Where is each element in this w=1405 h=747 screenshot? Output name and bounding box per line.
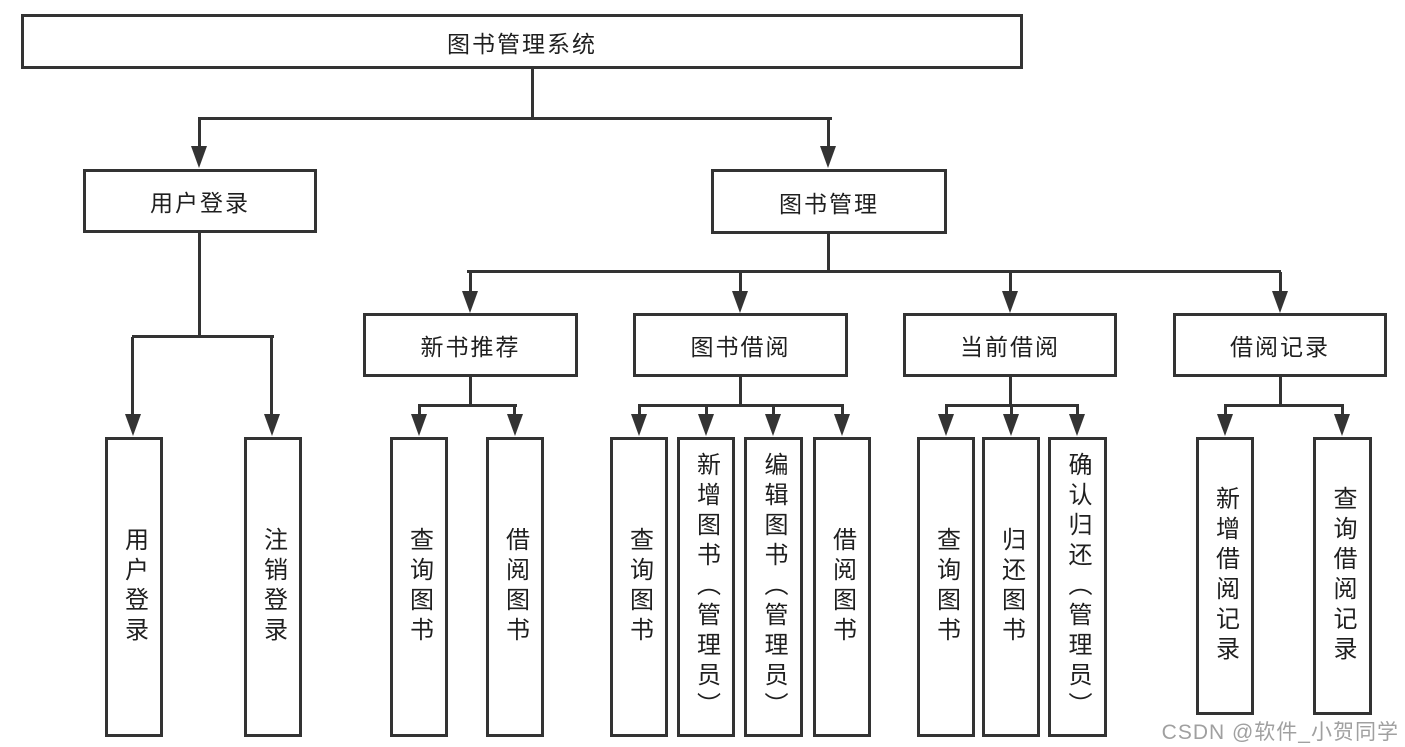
leaf-label: 查询图书: [932, 527, 960, 647]
leaf-label: 查询图书: [405, 527, 433, 647]
leaf-confirm-return-admin: 确认归还（管理员）: [1048, 437, 1107, 737]
arrowhead-leaf: [765, 414, 781, 436]
node-new-book-recommend: 新书推荐: [363, 313, 578, 377]
node-label: 新书推荐: [420, 334, 521, 360]
node-label: 用户登录: [150, 190, 250, 216]
connector-stem: [705, 404, 708, 415]
connector-stem-leaf-logout: [270, 337, 273, 414]
leaf-user-login: 用户登录: [105, 437, 163, 737]
connector-stem-leaf-login: [131, 337, 134, 414]
arrowhead-new-book: [462, 291, 478, 313]
leaf-add-book-admin: 新增图书（管理员）: [677, 437, 735, 737]
arrowhead-user-login: [191, 146, 207, 168]
arrowhead-leaf: [1003, 414, 1019, 436]
node-label: 借阅记录: [1230, 334, 1330, 360]
connector-stem-new-book: [469, 272, 472, 291]
connector-book-borrow-rail: [638, 404, 844, 407]
connector-user-login-drop: [198, 233, 201, 337]
connector-stem: [841, 404, 844, 415]
arrowhead-leaf-login: [125, 414, 141, 436]
leaf-borrow-books-recommend: 借阅图书: [486, 437, 544, 737]
connector-new-book-drop: [469, 377, 472, 406]
arrowhead-book-management: [820, 146, 836, 168]
connector-stem: [772, 404, 775, 415]
connector-book-management-drop: [827, 234, 830, 272]
arrowhead-current-borrow: [1002, 291, 1018, 313]
connector-level3-rail: [467, 270, 1281, 273]
connector-root-drop: [531, 68, 534, 119]
connector-stem-book-borrow: [739, 272, 742, 291]
arrowhead-leaf: [834, 414, 850, 436]
arrowhead-leaf: [631, 414, 647, 436]
arrowhead-leaf: [1334, 414, 1350, 436]
connector-stem: [1076, 404, 1079, 415]
leaf-query-books-recommend: 查询图书: [390, 437, 448, 737]
arrowhead-leaf: [698, 414, 714, 436]
connector-stem: [418, 404, 421, 415]
node-label: 当前借阅: [960, 334, 1060, 360]
leaf-label: 新增图书（管理员）: [692, 452, 720, 722]
csdn-watermark: CSDN @软件_小贺同学: [1161, 721, 1399, 744]
leaf-query-borrow-record: 查询借阅记录: [1313, 437, 1372, 715]
arrowhead-leaf: [1217, 414, 1233, 436]
leaf-query-books-current: 查询图书: [917, 437, 975, 737]
connector-borrow-record-drop: [1279, 377, 1282, 406]
leaf-label: 注销登录: [259, 527, 287, 647]
node-book-management: 图书管理: [711, 169, 947, 234]
leaf-label: 确认归还（管理员）: [1064, 452, 1091, 722]
arrowhead-leaf: [938, 414, 954, 436]
connector-current-borrow-drop: [1009, 377, 1012, 406]
connector-book-borrow-drop: [739, 377, 742, 406]
arrowhead-leaf: [507, 414, 523, 436]
connector-stem-current-borrow: [1009, 272, 1012, 291]
connector-borrow-record-rail: [1224, 404, 1343, 407]
leaf-add-borrow-record: 新增借阅记录: [1196, 437, 1254, 715]
node-book-borrow: 图书借阅: [633, 313, 848, 377]
connector-level2-rail: [198, 117, 832, 120]
connector-stem-user-login: [198, 119, 201, 147]
node-label: 图书借阅: [690, 334, 791, 360]
node-borrow-record: 借阅记录: [1173, 313, 1387, 377]
arrowhead-book-borrow: [732, 291, 748, 313]
connector-stem: [1224, 404, 1227, 415]
connector-stem: [1010, 404, 1013, 415]
leaf-return-book: 归还图书: [982, 437, 1040, 737]
connector-stem: [1341, 404, 1344, 415]
connector-stem: [513, 404, 516, 415]
node-user-login: 用户登录: [83, 169, 317, 233]
node-label: 图书管理系统: [447, 30, 597, 57]
connector-stem: [945, 404, 948, 415]
node-label: 图书管理: [779, 190, 879, 217]
leaf-label: 用户登录: [120, 527, 148, 647]
arrowhead-leaf-logout: [264, 414, 280, 436]
node-library-management-system: 图书管理系统: [21, 14, 1023, 69]
connector-stem-book-management: [827, 119, 830, 147]
leaf-label: 编辑图书（管理员）: [760, 452, 787, 722]
arrowhead-leaf: [411, 414, 427, 436]
arrowhead-borrow-record: [1272, 291, 1288, 313]
leaf-logout: 注销登录: [244, 437, 302, 737]
leaf-label: 查询借阅记录: [1329, 486, 1356, 666]
connector-new-book-rail: [418, 404, 517, 407]
connector-stem: [638, 404, 641, 415]
leaf-label: 归还图书: [997, 527, 1025, 647]
connector-stem-borrow-record: [1279, 272, 1282, 291]
connector-user-login-rail: [132, 335, 274, 338]
leaf-edit-book-admin: 编辑图书（管理员）: [744, 437, 803, 737]
leaf-label: 借阅图书: [501, 527, 529, 647]
leaf-borrow-books: 借阅图书: [813, 437, 871, 737]
node-current-borrow: 当前借阅: [903, 313, 1117, 377]
leaf-query-books-borrow: 查询图书: [610, 437, 668, 737]
arrowhead-leaf: [1069, 414, 1085, 436]
leaf-label: 新增借阅记录: [1211, 486, 1239, 666]
leaf-label: 借阅图书: [828, 527, 856, 647]
leaf-label: 查询图书: [625, 527, 653, 647]
